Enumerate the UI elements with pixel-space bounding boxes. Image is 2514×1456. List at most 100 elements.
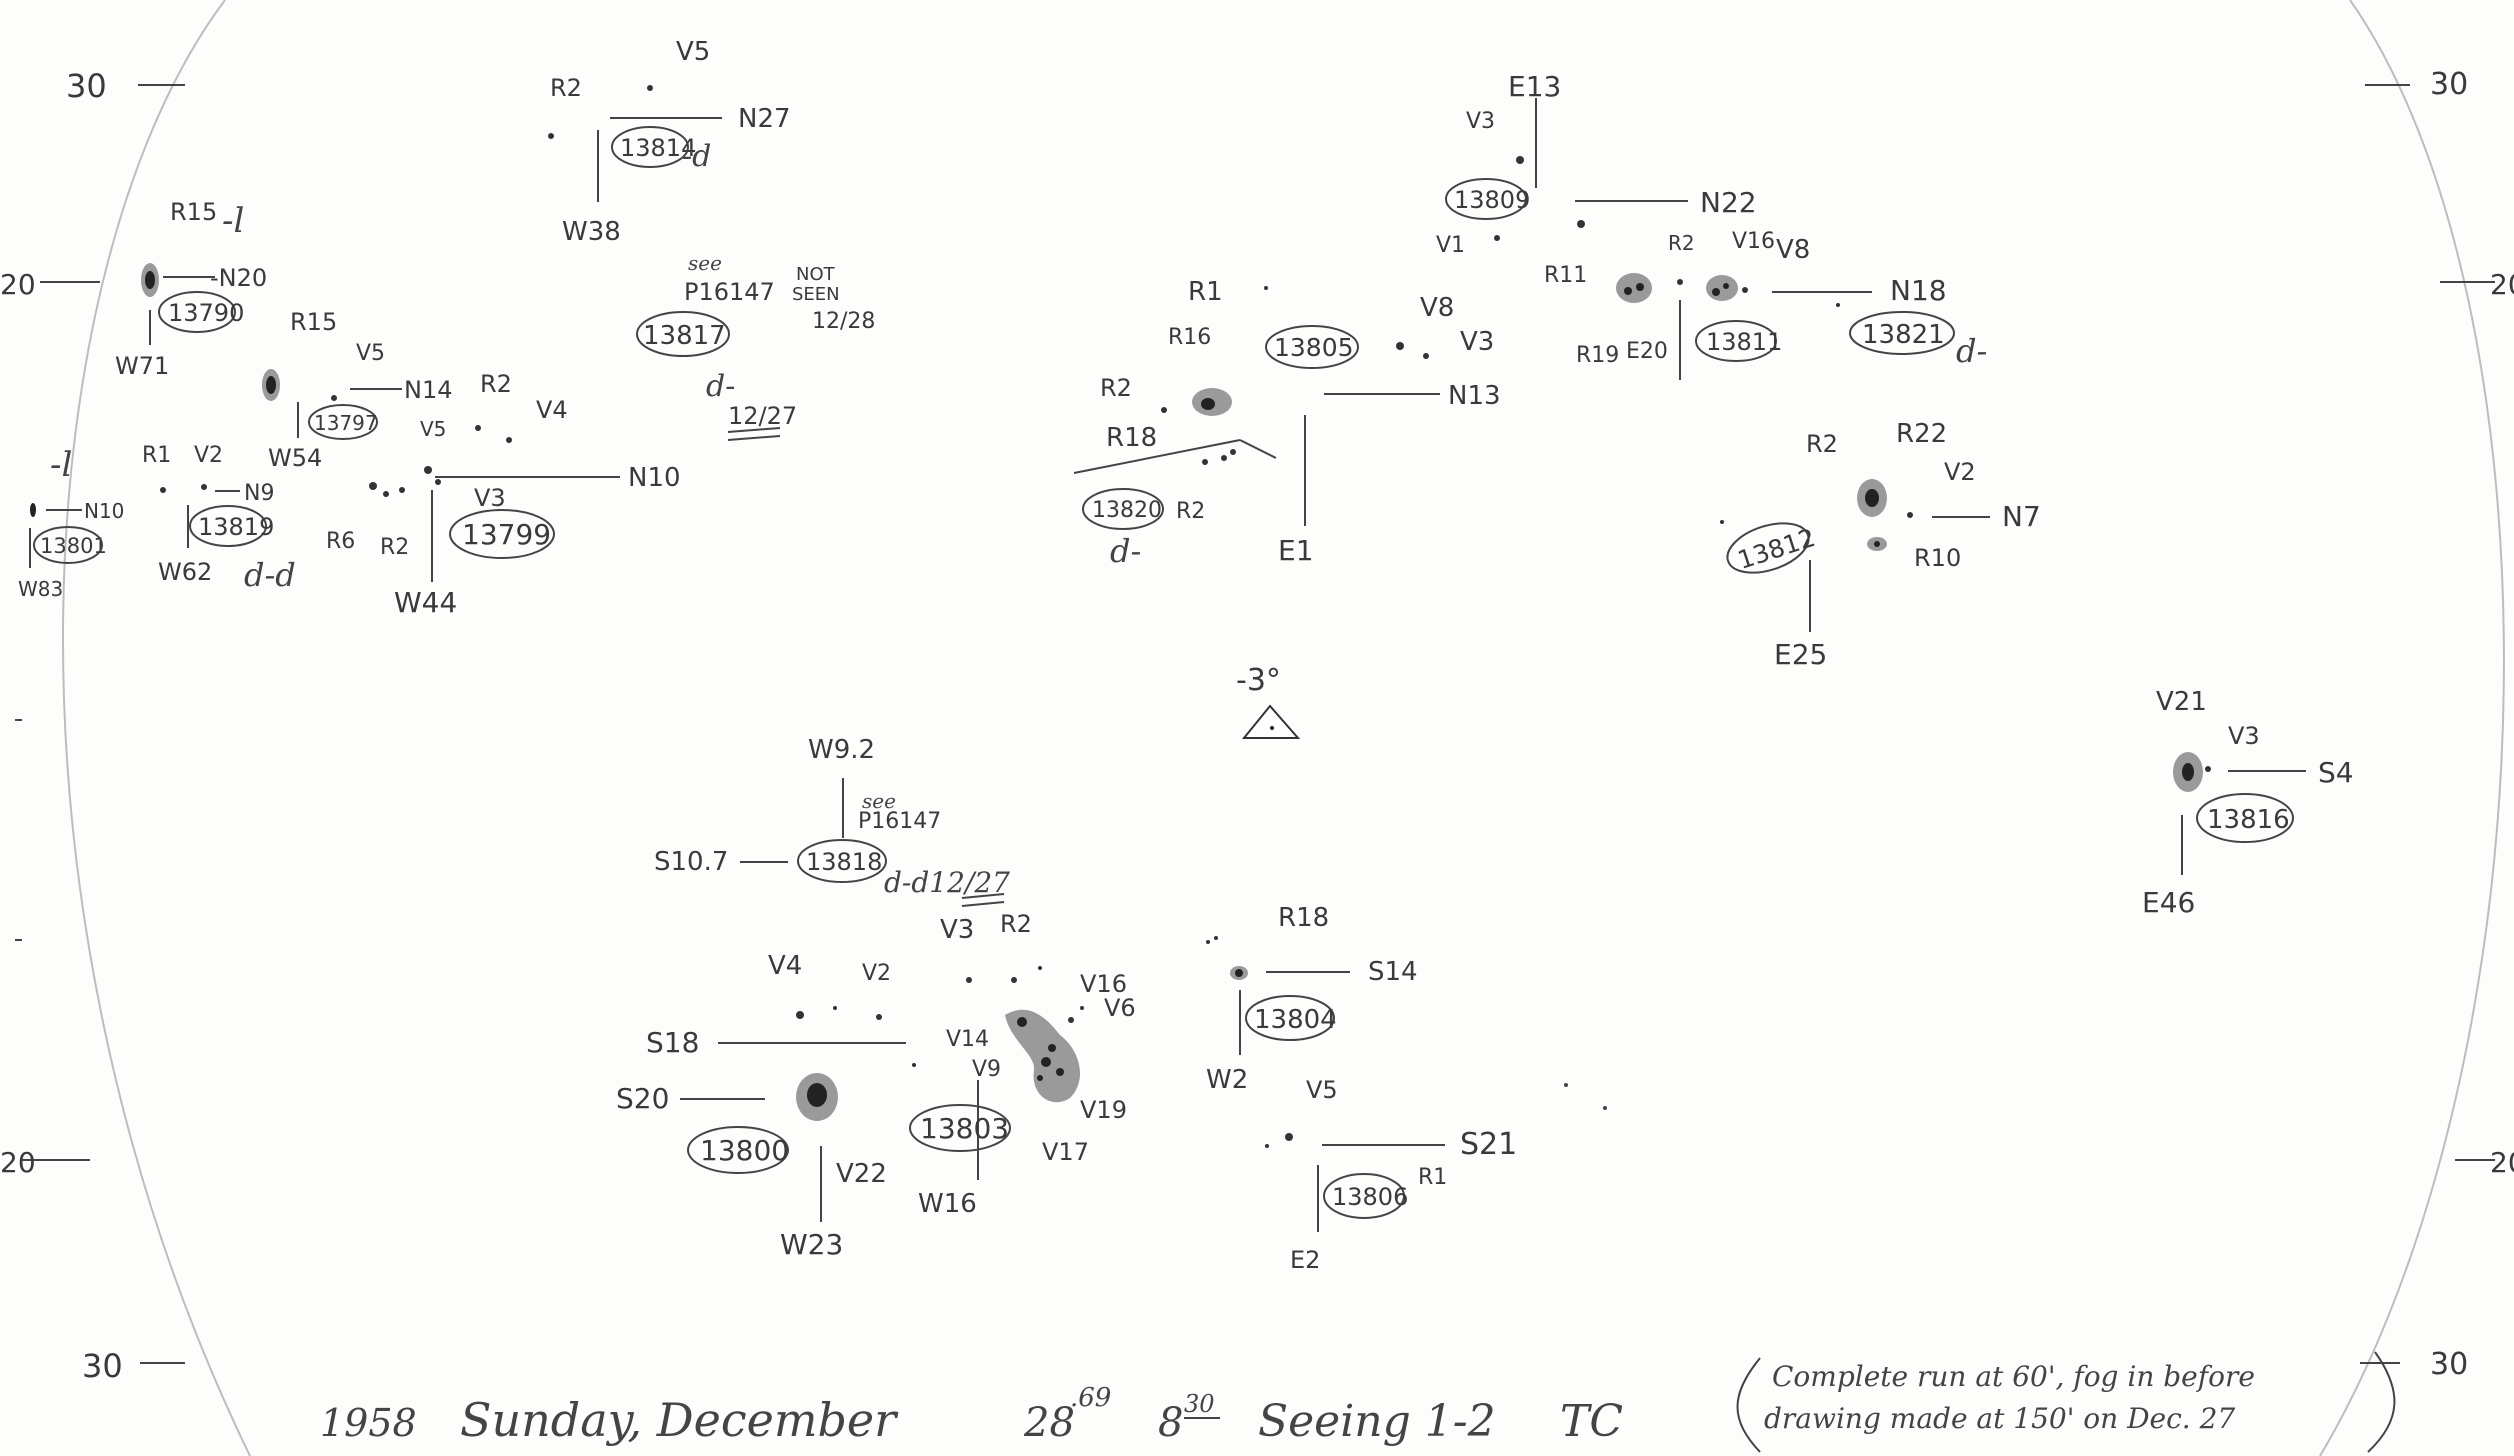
spot-label: V5 [676, 37, 710, 67]
spot-label: S18 [646, 1026, 699, 1059]
group-number: 13812 [1734, 523, 1819, 575]
spot-label: R18 [1106, 423, 1157, 453]
spot-label: R2 [480, 370, 512, 398]
spot-label: V3 [2228, 722, 2260, 750]
disk-center-marker: -3° [1236, 663, 1301, 739]
group-number: 13816 [2207, 805, 2290, 835]
spot-label: -N20 [210, 264, 267, 292]
scale-label: 30 [2430, 67, 2468, 102]
spot-label: NOT [796, 264, 836, 285]
spot-label: R19 [1576, 343, 1619, 368]
spot-label: R1 [1418, 1165, 1447, 1190]
group-number: 13799 [462, 518, 551, 551]
spot-label: V21 [2156, 687, 2207, 717]
group-number: 13817 [643, 321, 726, 351]
spot-label: R10 [1914, 544, 1961, 572]
group-number: 13820 [1092, 498, 1162, 523]
center-label: -3° [1236, 663, 1281, 698]
scale-ticks [15, 84, 2495, 1364]
footer-note-line2: drawing made at 150' on Dec. 27 [1764, 1402, 2235, 1435]
spot-label: V3 [474, 484, 506, 512]
spot-label: W16 [918, 1189, 977, 1219]
spot-label: N13 [1448, 381, 1501, 411]
sunspot-group: 13803 V3 R2 V16 V6 V14 V9 V19 V17 W16 [909, 910, 1136, 1219]
spot-label: d-d [244, 556, 296, 594]
spot-label: see [862, 789, 896, 813]
spot-label: E13 [1508, 70, 1561, 103]
group-number: 13790 [168, 299, 244, 327]
spot-label: V17 [1042, 1138, 1089, 1166]
spot-label: V2 [194, 443, 223, 468]
spot-label: V8 [1776, 235, 1810, 265]
group-number: 13814 [620, 134, 696, 162]
sunspot-penumbra [1005, 1009, 1081, 1103]
sunspot-umbra [266, 376, 276, 394]
spot-label: S10.7 [654, 847, 728, 877]
sunspot-group: 13818 W9.2 see P16147 S10.7 d-d12/27 [654, 735, 1010, 907]
observation-footer: 1958 Sunday, December 28 .69 8 30 Seeing… [320, 1351, 2396, 1453]
spot-label: W2 [1206, 1065, 1248, 1095]
sunspot-group: 13814 R2 V5 N27 W38 -d [548, 37, 791, 247]
spot-label: R15 [290, 308, 337, 336]
footer-observer: TC [1560, 1396, 1623, 1447]
spot-label: V3 [1460, 327, 1494, 357]
spot-label: W83 [18, 577, 63, 601]
spot-label: S14 [1368, 957, 1418, 987]
spot-label: V4 [768, 951, 802, 981]
spot-label: see [688, 251, 722, 275]
sunspot-group: 13812 R2 R22 V2 N7 R10 E25 [1720, 419, 2041, 671]
spot-label: R2 [1806, 430, 1838, 458]
spot-label: S21 [1460, 1127, 1517, 1162]
sunspot-group: 13809 E13 V3 N22 V1 [1436, 70, 1757, 258]
sunspot-group: 13811 R2 V16 V8 R11 R19 E20 [1544, 229, 1810, 380]
sunspot-group: 13801 -l N10 W83 [18, 445, 124, 601]
spot-label: V4 [536, 396, 568, 424]
group-number: 13805 [1274, 333, 1354, 362]
spot-label: R2 [380, 535, 409, 560]
spot-label: W38 [562, 217, 621, 247]
group-number: 13819 [198, 513, 274, 541]
spot-label: V5 [356, 341, 385, 366]
spot-label: V14 [946, 1027, 989, 1052]
group-number: 13818 [806, 848, 882, 876]
spot-label: E20 [1626, 339, 1668, 364]
sunspot-group: 13804 R18 S14 W2 [1206, 903, 1418, 1095]
sunspot-umbra [807, 1083, 827, 1107]
spot-label: d-d12/27 [884, 866, 1010, 899]
spot-label: d- [706, 369, 735, 404]
spot-label: R15 [170, 198, 217, 226]
spot-label: N10 [628, 463, 681, 493]
group-number: 13809 [1454, 186, 1530, 214]
sunspot-group: 13816 V21 V3 S4 E46 [2142, 687, 2354, 919]
spot-label: R6 [326, 529, 355, 554]
spot-label: R18 [1278, 903, 1329, 933]
spot-label: N18 [1890, 274, 1947, 307]
spot-label: V5 [1306, 1076, 1338, 1104]
sunspot-group: 13799 R2 V4 V5 V3 N10 R6 R2 W44 [326, 370, 681, 619]
spot-label: V3 [1466, 109, 1495, 134]
group-number: 13800 [700, 1134, 789, 1167]
scale-label: 30 [82, 1347, 123, 1385]
spot-label: W62 [158, 558, 212, 586]
sunspot-group: 13800 V4 V2 S18 S20 V22 W23 [616, 951, 916, 1261]
spot-label: SEEN [792, 284, 840, 305]
sunspot-umbra [1201, 398, 1215, 410]
footer-date: 28 [1023, 1400, 1075, 1446]
spot-label: N27 [738, 104, 791, 134]
spot-label: V3 [940, 915, 974, 945]
group-number: 13797 [314, 411, 378, 435]
spot-label: W71 [115, 352, 169, 380]
scale-label: 20 [0, 1146, 36, 1179]
spot-label: S20 [616, 1082, 669, 1115]
solar-limb-left [62, 0, 251, 1456]
spot-label: N10 [84, 499, 124, 523]
footer-seeing: Seeing 1-2 [1258, 1396, 1496, 1447]
footer-year: 1958 [320, 1401, 417, 1445]
sunspot-group: 13821 N18 d- [1772, 274, 1987, 370]
sunspot-group: 13806 V5 S21 R1 E2 [1265, 1076, 1517, 1274]
scale-label: 30 [2430, 1347, 2468, 1382]
spot-label: V6 [1104, 994, 1136, 1022]
spot-label: P16147 [858, 809, 941, 834]
spot-label: V9 [972, 1057, 1001, 1082]
